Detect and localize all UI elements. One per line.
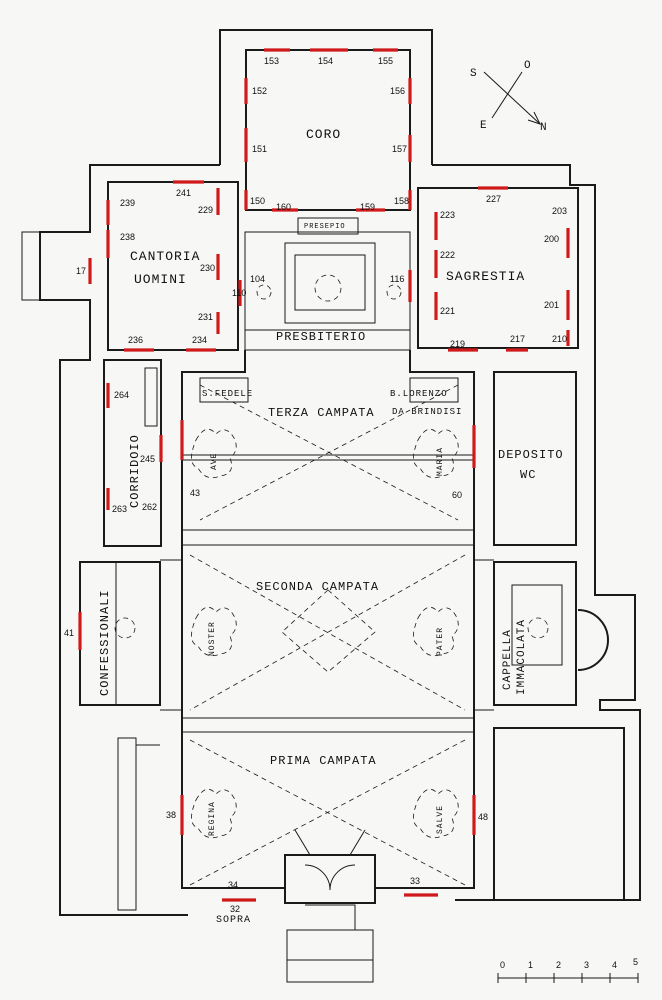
num-221: 221 <box>440 306 455 316</box>
num-159: 159 <box>360 202 375 212</box>
label-b-lorenzo: B.LORENZO <box>390 389 448 399</box>
compass-n: N <box>540 122 548 134</box>
num-43: 43 <box>190 488 200 498</box>
num-116: 116 <box>390 274 404 284</box>
entrance <box>284 829 376 983</box>
num-150: 150 <box>250 196 265 206</box>
num-110: 110 <box>232 288 246 298</box>
num-230: 230 <box>200 263 215 273</box>
label-cappella: CAPPELLA <box>502 629 514 690</box>
num-60: 60 <box>452 490 462 500</box>
num-155: 155 <box>378 56 393 66</box>
number-labels: 153 154 155 152 156 151 157 150 160 159 … <box>64 56 567 914</box>
num-227: 227 <box>486 194 501 204</box>
num-239: 239 <box>120 198 135 208</box>
label-sopra: SOPRA <box>216 915 251 926</box>
num-157: 157 <box>392 144 407 154</box>
scale-1: 1 <box>528 960 533 970</box>
side-altars <box>114 377 549 839</box>
num-32: 32 <box>230 904 240 914</box>
label-immacolata: IMMACOLATA <box>516 619 528 695</box>
label-confessionali: CONFESSIONALI <box>98 589 112 696</box>
label-prima-campata: PRIMA CAMPATA <box>270 754 377 768</box>
label-noster: NOSTER <box>208 621 217 656</box>
label-sagrestia: SAGRESTIA <box>446 269 525 284</box>
presbiterio <box>244 217 411 351</box>
num-160: 160 <box>276 202 291 212</box>
label-coro: CORO <box>306 127 341 142</box>
label-da-brindisi: DA BRINDISI <box>392 407 462 417</box>
num-229: 229 <box>198 205 213 215</box>
label-pater: PATER <box>436 627 445 656</box>
num-219: 219 <box>450 339 465 349</box>
scale-2: 2 <box>556 960 561 970</box>
num-222: 222 <box>440 250 455 260</box>
label-maria: MARIA <box>436 447 445 476</box>
compass-e: E <box>480 120 488 132</box>
num-241: 241 <box>176 188 191 198</box>
num-238: 238 <box>120 232 135 242</box>
scale-4: 4 <box>612 960 617 970</box>
num-38: 38 <box>166 810 176 820</box>
label-ave: AVE <box>210 453 219 470</box>
num-153: 153 <box>264 56 279 66</box>
label-deposito: DEPOSITO <box>498 448 564 462</box>
side-rooms <box>79 359 625 911</box>
compass-s: S <box>470 68 478 80</box>
num-262: 262 <box>142 502 157 512</box>
scale-bar: 0 1 2 3 4 5 <box>497 957 639 983</box>
altar-labels: AVE MARIA NOSTER PATER REGINA SALVE <box>208 447 445 836</box>
num-234: 234 <box>192 335 207 345</box>
num-152: 152 <box>252 86 267 96</box>
num-156: 156 <box>390 86 405 96</box>
label-seconda-campata: SECONDA CAMPATA <box>256 580 379 594</box>
label-cantoria: CANTORIA <box>130 249 200 264</box>
num-210: 210 <box>552 334 567 344</box>
num-200: 200 <box>544 234 559 244</box>
num-201: 201 <box>544 300 559 310</box>
label-wc: WC <box>520 468 536 482</box>
label-terza-campata: TERZA CAMPATA <box>268 406 375 420</box>
num-263: 263 <box>112 504 127 514</box>
num-104: 104 <box>250 274 265 284</box>
num-34: 34 <box>228 880 238 890</box>
num-236: 236 <box>128 335 143 345</box>
num-41: 41 <box>64 628 74 638</box>
num-223: 223 <box>440 210 455 220</box>
num-17: 17 <box>76 266 86 276</box>
scale-3: 3 <box>584 960 589 970</box>
label-uomini: UOMINI <box>134 272 187 287</box>
scale-5: 5 <box>633 957 638 967</box>
nave <box>160 350 494 889</box>
num-154: 154 <box>318 56 333 66</box>
num-203: 203 <box>552 206 567 216</box>
label-s-fedele: S.FEDELE <box>202 389 253 399</box>
num-48: 48 <box>478 812 488 822</box>
label-corridoio: CORRIDOIO <box>128 434 142 508</box>
num-158: 158 <box>394 196 409 206</box>
label-salve: SALVE <box>436 805 445 834</box>
red-marks <box>78 48 570 902</box>
label-presbiterio: PRESBITERIO <box>276 330 366 344</box>
num-264: 264 <box>114 390 129 400</box>
num-245: 245 <box>140 454 155 464</box>
compass-o: O <box>524 60 532 72</box>
label-presepio: PRESEPIO <box>304 223 346 231</box>
scale-0: 0 <box>500 960 505 970</box>
num-217: 217 <box>510 334 525 344</box>
label-regina: REGINA <box>208 801 217 836</box>
compass: S O E N <box>470 60 548 134</box>
room-labels: CORO CANTORIA UOMINI SAGRESTIA PRESBITER… <box>98 127 564 926</box>
num-231: 231 <box>198 312 213 322</box>
outer-walls <box>21 29 641 916</box>
num-151: 151 <box>252 144 267 154</box>
num-33: 33 <box>410 876 420 886</box>
